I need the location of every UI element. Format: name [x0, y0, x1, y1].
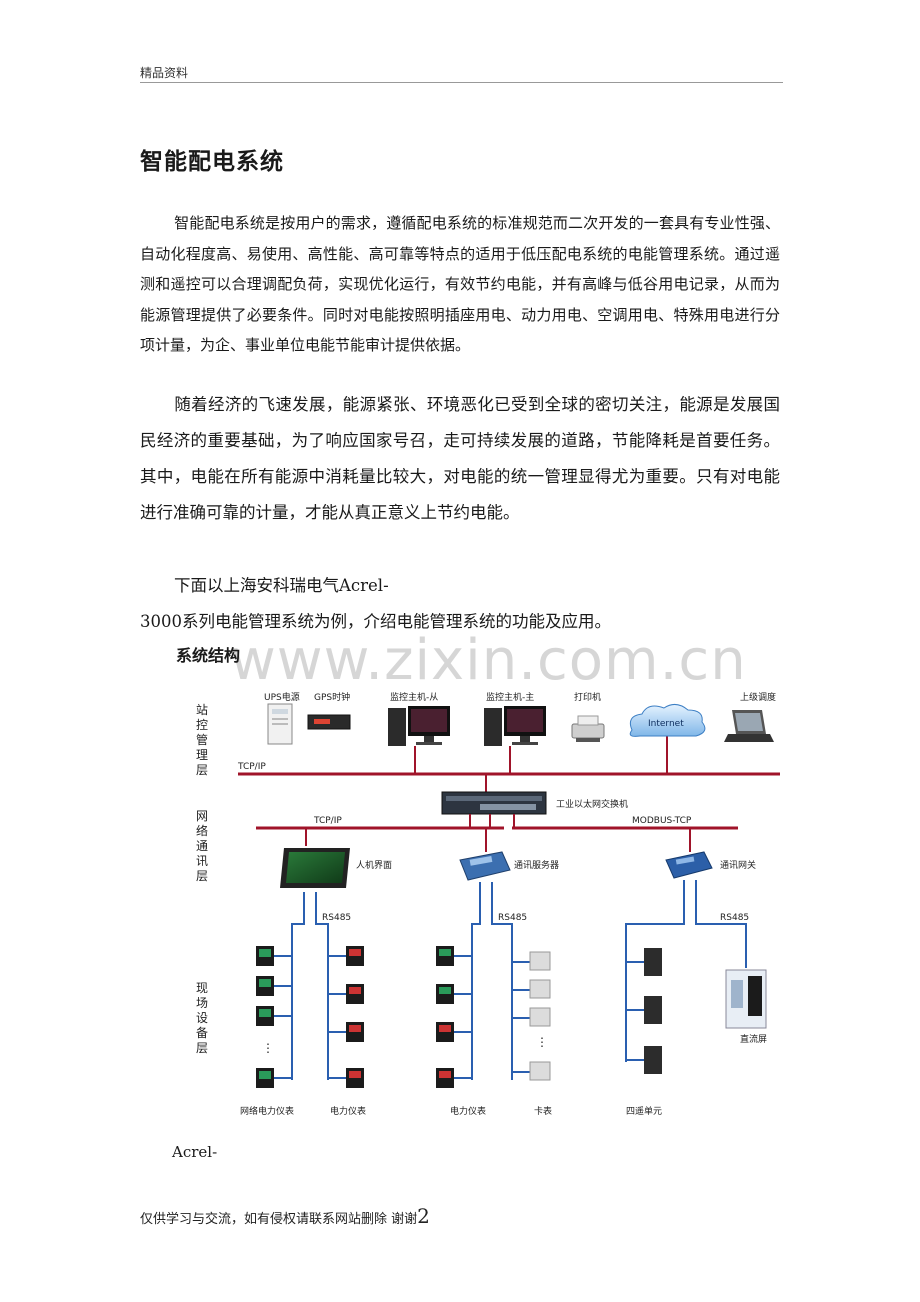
printer-icon [571, 715, 605, 742]
bus-label-rs485-2: RS485 [498, 913, 527, 923]
power-meter-column-2 [436, 946, 454, 1088]
paragraph-intro-text: 智能配电系统是按用户的需求，遵循配电系统的标准规范而二次开发的一套具有专业性强、… [140, 214, 780, 354]
device-label-comm-server: 通讯服务器 [514, 859, 559, 871]
device-label-monitor-master: 监控主机-主 [486, 691, 534, 703]
page-header-label: 精品资料 [140, 66, 189, 80]
layer-label-network-text: 网络通讯层 [196, 809, 208, 883]
paragraph-background-text: 随着经济的飞速发展，能源紧张、环境恶化已受到全球的密切关注，能源是发展国民经济的… [140, 395, 780, 522]
monitor-master-icon [484, 706, 546, 746]
device-label-upper-dispatch: 上级调度 [740, 691, 776, 703]
gps-clock-icon [307, 714, 351, 730]
bus-label-tcpip-top: TCP/IP [237, 762, 266, 772]
footer-text: 仅供学习与交流，如有侵权请联系网站删除 谢谢 [140, 1212, 418, 1227]
page-footer: 仅供学习与交流，如有侵权请联系网站删除 谢谢2 [140, 1204, 430, 1228]
header-divider [140, 82, 783, 83]
layer-label-field: 现场设备层 [196, 981, 208, 1055]
power-meter-column-1 [346, 946, 364, 1088]
device-label-internet: Internet [648, 719, 684, 729]
ellipsis-card-meters: ⋮ [536, 1035, 548, 1049]
device-label-switch: 工业以太网交换机 [556, 798, 628, 810]
dc-screen-icon [725, 969, 767, 1029]
paragraph-example-line2: 3000系列电能管理系统为例，介绍电能管理系统的功能及应用。 [140, 612, 611, 631]
bus-label-tcpip-mid: TCP/IP [313, 816, 342, 826]
device-label-hmi: 人机界面 [356, 859, 392, 871]
monitor-slave-icon [388, 706, 450, 746]
layer-label-field-text: 现场设备层 [196, 981, 208, 1055]
comm-server-icon [459, 851, 511, 881]
system-architecture-diagram: 站控管理层 网络通讯层 现场设备层 TCP/IP UPS电源 GPS时钟 监控主… [196, 691, 780, 1117]
ethernet-switch-icon [441, 791, 547, 815]
figure-caption: Acrel- [172, 1143, 218, 1161]
device-label-gps: GPS时钟 [314, 691, 350, 703]
four-remote-column [644, 948, 662, 1074]
comm-gateway-icon [665, 851, 713, 879]
layer-label-station-text: 站控管理层 [196, 703, 208, 777]
device-label-printer: 打印机 [574, 691, 601, 703]
bus-label-rs485-1: RS485 [322, 913, 351, 923]
rs485-drops [274, 880, 747, 1080]
paragraph-example-line1: 下面以上海安科瑞电气Acrel- [174, 576, 389, 595]
internet-cloud-icon [629, 704, 706, 737]
section-heading: 系统结构 [176, 646, 241, 665]
watermark: www.zixin.com.cn [230, 628, 747, 693]
device-label-net-meter: 网络电力仪表 [240, 1105, 294, 1117]
device-label-power-meter-1: 电力仪表 [330, 1105, 366, 1117]
paragraph-intro: 智能配电系统是按用户的需求，遵循配电系统的标准规范而二次开发的一套具有专业性强、… [140, 208, 780, 361]
device-label-ups: UPS电源 [264, 691, 300, 703]
bus-label-modbus: MODBUS-TCP [632, 816, 692, 826]
device-label-power-meter-2: 电力仪表 [450, 1105, 486, 1117]
device-label-dc-screen: 直流屏 [740, 1033, 767, 1045]
laptop-icon [724, 710, 774, 742]
layer-label-network: 网络通讯层 [196, 809, 208, 883]
paragraph-background: 随着经济的飞速发展，能源紧张、环境恶化已受到全球的密切关注，能源是发展国民经济的… [140, 387, 780, 531]
page-number: 2 [417, 1204, 430, 1228]
layer-label-station: 站控管理层 [196, 703, 208, 777]
document-title: 智能配电系统 [140, 149, 284, 175]
paragraph-example: 下面以上海安科瑞电气Acrel- 3000系列电能管理系统为例，介绍电能管理系统的… [140, 568, 780, 640]
network-meter-column [256, 946, 274, 1088]
device-label-card-meter: 卡表 [534, 1105, 552, 1117]
device-label-four-remote: 四遥单元 [626, 1105, 662, 1117]
card-meter-column [529, 951, 551, 1081]
bus-label-rs485-3: RS485 [720, 913, 749, 923]
ups-icon [267, 703, 293, 745]
device-label-monitor-slave: 监控主机-从 [390, 691, 438, 703]
hmi-touchscreen-icon [280, 848, 350, 888]
device-label-comm-gateway: 通讯网关 [720, 859, 756, 871]
ellipsis-net-meters: ⋮ [262, 1041, 274, 1055]
